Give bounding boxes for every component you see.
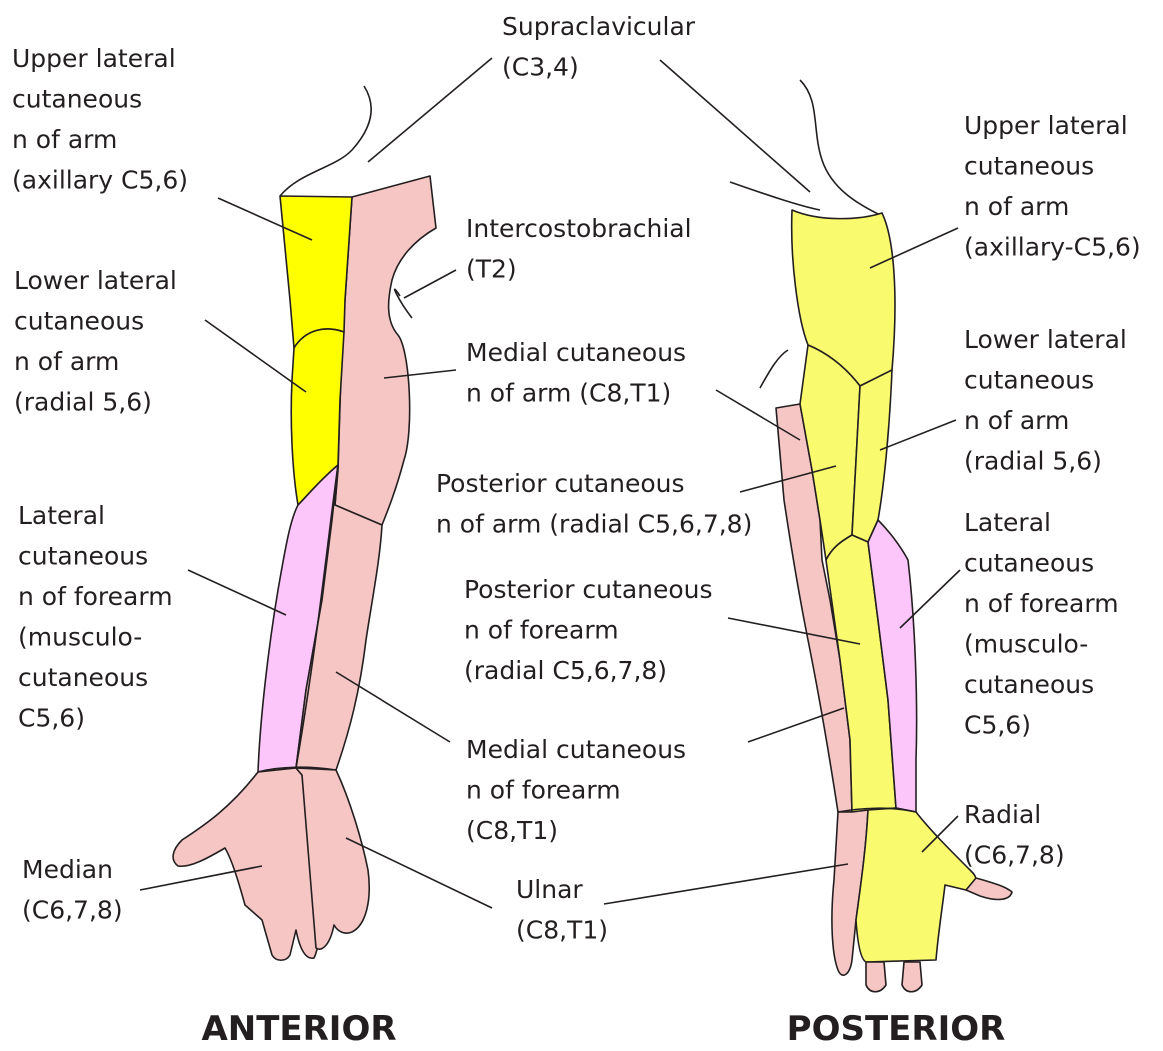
label-line: n of forearm <box>18 582 173 611</box>
label-line: Radial <box>964 800 1041 829</box>
label-line: n of forearm <box>464 616 619 645</box>
label-line: n of arm <box>964 192 1069 221</box>
leader-supraclavicular-posterior <box>660 60 810 192</box>
label-line: (radial 5,6) <box>964 447 1102 476</box>
region-upper-lateral-arm-anterior <box>280 196 352 348</box>
label-medial-forearm: Medial cutaneous n of forearm (C8,T1) <box>466 735 686 845</box>
view-title-anterior: ANTERIOR <box>201 1009 396 1046</box>
label-line: n of arm (C8,T1) <box>466 379 671 408</box>
label-anterior-lateral-forearm: Lateral cutaneous n of forearm (musculo-cut… <box>18 501 173 733</box>
label-line: n of arm <box>964 406 1069 435</box>
anterior-arm <box>173 86 436 960</box>
leader-ulnar-posterior <box>604 864 848 904</box>
label-anterior-upper-lateral: Upper lateral cutaneous n of arm (axillary … <box>12 44 188 195</box>
label-line: Medial cutaneous <box>466 338 686 367</box>
label-line: (musculo- <box>18 623 142 652</box>
label-line: (musculo- <box>964 630 1088 659</box>
label-posterior-arm: Posterior cutaneous n of arm (radial C5,6… <box>436 469 752 539</box>
label-line: n of forearm <box>964 589 1119 618</box>
label-line: cutaneous <box>964 152 1094 181</box>
label-supraclavicular: Supraclavicular (C3,4) <box>502 12 696 82</box>
anterior-axilla-contour <box>395 289 412 318</box>
leader-ant-lower-lateral <box>205 320 306 392</box>
label-line: (radial 5,6) <box>14 388 152 417</box>
label-radial: Radial (C6,7,8) <box>964 800 1065 870</box>
label-line: (C8,T1) <box>516 916 608 945</box>
label-line: (radial C5,6,7,8) <box>464 656 667 685</box>
label-line: (C8,T1) <box>466 816 558 845</box>
label-line: Medial cutaneous <box>466 735 686 764</box>
label-line: Intercostobrachial <box>466 214 692 243</box>
label-line: n of forearm <box>466 776 621 805</box>
label-line: cutaneous <box>12 85 142 114</box>
label-line: cutaneous <box>964 549 1094 578</box>
label-line: cutaneous <box>18 542 148 571</box>
label-median: Median (C6,7,8) <box>22 855 123 925</box>
label-line: Posterior cutaneous <box>436 469 685 498</box>
region-median-hand <box>173 768 320 960</box>
label-medial-arm: Medial cutaneous n of arm (C8,T1) <box>466 338 686 408</box>
label-line: C5,6) <box>18 704 85 733</box>
label-line: n of arm <box>12 125 117 154</box>
label-intercostobrachial: Intercostobrachial (T2) <box>466 214 692 284</box>
label-line: C5,6) <box>964 711 1031 740</box>
label-line: n of arm <box>14 347 119 376</box>
label-line: (axillary C5,6) <box>12 166 188 195</box>
label-line: Upper lateral <box>964 111 1128 140</box>
leader-post-lower-lateral <box>880 420 956 450</box>
label-line: (C3,4) <box>502 53 579 82</box>
label-line: Median <box>22 855 113 884</box>
view-title-posterior: POSTERIOR <box>787 1009 1006 1046</box>
label-line: (C6,7,8) <box>964 841 1065 870</box>
posterior-shoulder-contour <box>800 80 880 215</box>
region-radial-hand <box>856 808 976 962</box>
label-line: (C6,7,8) <box>22 896 123 925</box>
label-line: n of arm (radial C5,6,7,8) <box>436 510 752 539</box>
anterior-shoulder-contour <box>280 86 371 196</box>
label-line: Lower lateral <box>14 266 177 295</box>
label-line: (axillary-C5,6) <box>964 233 1141 262</box>
label-line: cutaneous <box>18 663 148 692</box>
leader-ant-lateral-forearm <box>188 570 286 615</box>
label-line: Lateral <box>18 501 105 530</box>
label-line: Lateral <box>964 508 1051 537</box>
posterior-fingertip-1 <box>866 962 886 992</box>
label-posterior-lower-lateral: Lower lateral cutaneous n of arm (radial 5,… <box>964 325 1127 476</box>
label-line: Lower lateral <box>964 325 1127 354</box>
label-anterior-lower-lateral: Lower lateral cutaneous n of arm (radial 5,… <box>14 266 177 417</box>
leader-supraclavicular-anterior <box>368 58 492 162</box>
posterior-thumb-tip <box>966 878 1012 899</box>
label-line: Posterior cutaneous <box>464 575 713 604</box>
label-posterior-forearm: Posterior cutaneous n of forearm (radial C… <box>464 575 713 685</box>
posterior-medial-contour <box>760 350 788 388</box>
label-line: Ulnar <box>516 875 583 904</box>
labels: Supraclavicular (C3,4) Upper lateral cutan… <box>12 12 1141 945</box>
label-ulnar: Ulnar (C8,T1) <box>516 875 608 945</box>
label-line: cutaneous <box>14 307 144 336</box>
leader-intercostobrachial <box>404 270 456 298</box>
label-line: Supraclavicular <box>502 12 696 41</box>
label-posterior-lateral-forearm: Lateral cutaneous n of forearm (musculo-cut… <box>964 508 1119 740</box>
label-line: (T2) <box>466 255 517 284</box>
label-line: cutaneous <box>964 366 1094 395</box>
label-line: cutaneous <box>964 670 1094 699</box>
label-posterior-upper-lateral: Upper lateral cutaneous n of arm (axillary-… <box>964 111 1141 262</box>
label-line: Upper lateral <box>12 44 176 73</box>
posterior-fingertip-2 <box>902 962 922 992</box>
posterior-back-line <box>730 182 820 210</box>
